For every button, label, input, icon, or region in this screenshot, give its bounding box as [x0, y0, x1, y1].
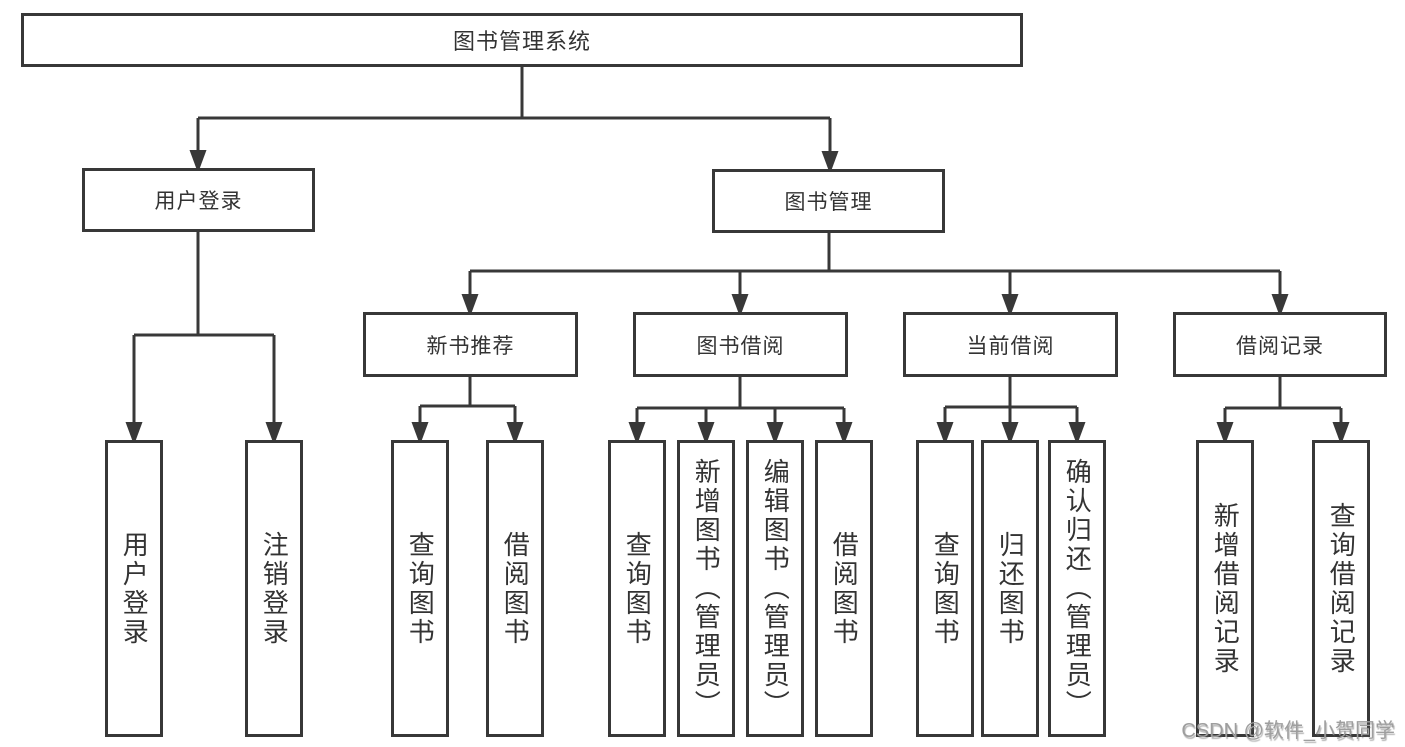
- node-borrowing-records: 借阅记录: [1173, 312, 1387, 377]
- leaf-label: 借阅图书: [829, 530, 860, 647]
- node-current-borrowing: 当前借阅: [903, 312, 1118, 377]
- leaf-return-books: 归还图书: [981, 440, 1039, 737]
- leaf-query-books: 查询图书: [916, 440, 974, 737]
- node-label: 借阅记录: [1236, 334, 1324, 358]
- leaf-label: 新增图书（管理员）: [691, 458, 722, 719]
- leaf-add-borrow-record: 新增借阅记录: [1196, 440, 1254, 737]
- leaf-query-books: 查询图书: [391, 440, 449, 737]
- leaf-user-login: 用户登录: [105, 440, 163, 737]
- node-new-book-recommend: 新书推荐: [363, 312, 578, 377]
- leaf-label: 确认归还（管理员）: [1062, 458, 1093, 719]
- leaf-label: 编辑图书（管理员）: [760, 458, 791, 719]
- node-book-borrowing: 图书借阅: [633, 312, 848, 377]
- node-user-login: 用户登录: [82, 168, 315, 232]
- node-label: 图书管理系统: [452, 29, 591, 54]
- leaf-label: 归还图书: [995, 530, 1026, 647]
- leaf-label: 用户登录: [119, 530, 150, 647]
- leaf-label: 新增借阅记录: [1210, 501, 1241, 676]
- leaf-label: 查询借阅记录: [1326, 501, 1357, 676]
- leaf-logout: 注销登录: [245, 440, 303, 737]
- leaf-query-borrow-record: 查询借阅记录: [1312, 440, 1370, 737]
- leaf-label: 借阅图书: [500, 530, 531, 647]
- node-label: 新书推荐: [426, 334, 515, 358]
- node-book-management: 图书管理: [712, 169, 945, 233]
- leaf-query-books: 查询图书: [608, 440, 666, 737]
- node-library-management-system: 图书管理系统: [21, 13, 1023, 67]
- leaf-borrow-books: 借阅图书: [815, 440, 873, 737]
- leaf-label: 查询图书: [930, 530, 961, 647]
- leaf-borrow-books: 借阅图书: [486, 440, 544, 737]
- leaf-label: 查询图书: [622, 530, 653, 647]
- leaf-add-books-admin: 新增图书（管理员）: [677, 440, 735, 737]
- node-label: 用户登录: [154, 190, 243, 213]
- node-label: 当前借阅: [966, 334, 1055, 358]
- node-label: 图书借阅: [696, 334, 785, 358]
- leaf-edit-books-admin: 编辑图书（管理员）: [746, 440, 804, 737]
- node-label: 图书管理: [784, 191, 873, 214]
- leaf-confirm-return-admin: 确认归还（管理员）: [1048, 440, 1106, 737]
- leaf-label: 注销登录: [259, 530, 290, 647]
- leaf-label: 查询图书: [405, 530, 436, 647]
- csdn-watermark: CSDN @软件_小贺同学: [1181, 720, 1395, 742]
